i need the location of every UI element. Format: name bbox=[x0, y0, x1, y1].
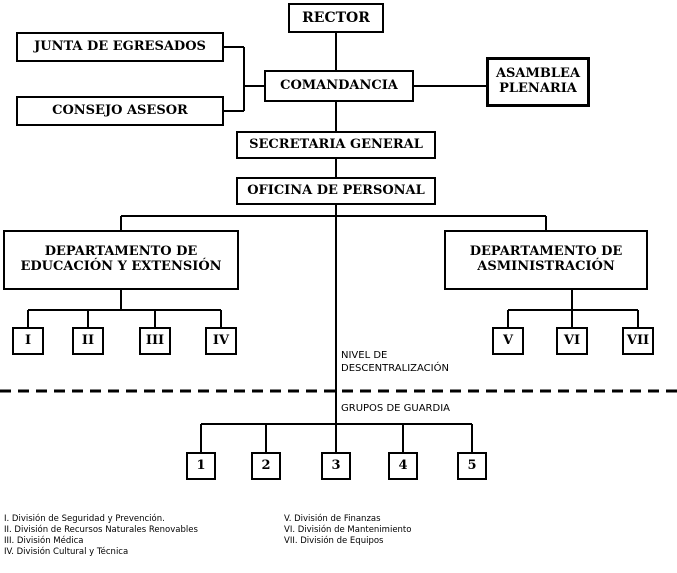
nivel-label-line2: DESCENTRALIZACIÓN bbox=[341, 363, 449, 374]
legend-item-vi: VI. División de Mantenimiento bbox=[284, 525, 412, 535]
grupo-box-1: 1 bbox=[186, 452, 216, 480]
dept-edu-line1: DEPARTAMENTO DE bbox=[44, 244, 198, 260]
legend-right: V. División de Finanzas VI. División de … bbox=[284, 514, 411, 547]
asamblea-line1: ASAMBLEA bbox=[495, 66, 581, 82]
junta-egresados-box: JUNTA DE EGRESADOS bbox=[16, 32, 224, 62]
division-box-vi: VI bbox=[556, 327, 588, 355]
division-box-i: I bbox=[12, 327, 44, 355]
legend-item-ii: II. División de Recursos Naturales Renov… bbox=[4, 525, 198, 535]
grupo-box-4: 4 bbox=[388, 452, 418, 480]
legend-left: I. División de Seguridad y Prevención. I… bbox=[4, 514, 198, 558]
dept-adm-line2: ASMINISTRACIÓN bbox=[477, 259, 615, 274]
rector-box: RECTOR bbox=[288, 3, 384, 33]
nivel-label-line1: NIVEL DE bbox=[341, 350, 388, 361]
asamblea-plenaria-box: ASAMBLEA PLENARIA bbox=[486, 57, 590, 107]
dept-edu-line2: EDUCACIÓN Y EXTENSIÓN bbox=[20, 259, 222, 274]
secretaria-general-box: SECRETARIA GENERAL bbox=[236, 131, 436, 159]
division-box-vii: VII bbox=[622, 327, 654, 355]
asamblea-line2: PLENARIA bbox=[499, 81, 577, 96]
grupo-box-2: 2 bbox=[251, 452, 281, 480]
grupo-box-5: 5 bbox=[457, 452, 487, 480]
division-box-v: V bbox=[492, 327, 524, 355]
dept-educacion-box: DEPARTAMENTO DE EDUCACIÓN Y EXTENSIÓN bbox=[3, 230, 239, 290]
legend-item-iv: IV. División Cultural y Técnica bbox=[4, 547, 129, 557]
division-box-iii: III bbox=[139, 327, 171, 355]
division-box-iv: IV bbox=[205, 327, 237, 355]
dept-administracion-box: DEPARTAMENTO DE ASMINISTRACIÓN bbox=[444, 230, 648, 290]
grupo-box-3: 3 bbox=[321, 452, 351, 480]
consejo-asesor-box: CONSEJO ASESOR bbox=[16, 96, 224, 126]
legend-item-v: V. División de Finanzas bbox=[284, 514, 381, 524]
legend-item-vii: VII. División de Equipos bbox=[284, 536, 384, 546]
legend-item-iii: III. División Médica bbox=[4, 536, 84, 546]
legend-item-i: I. División de Seguridad y Prevención. bbox=[4, 514, 165, 524]
division-box-ii: II bbox=[72, 327, 104, 355]
oficina-personal-box: OFICINA DE PERSONAL bbox=[236, 177, 436, 205]
comandancia-box: COMANDANCIA bbox=[264, 70, 414, 102]
grupos-guardia-label: GRUPOS DE GUARDIA bbox=[341, 403, 450, 414]
dept-adm-line1: DEPARTAMENTO DE bbox=[469, 244, 623, 260]
